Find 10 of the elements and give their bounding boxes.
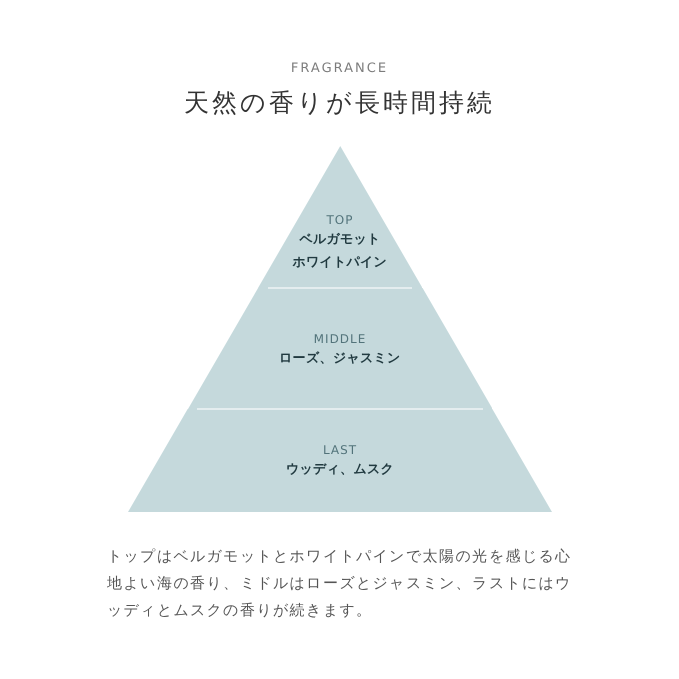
note-text: ベルガモット: [299, 231, 380, 249]
tier-label: TOP: [326, 212, 354, 228]
note-text: ローズ、ジャスミン: [279, 350, 401, 368]
tier-label: LAST: [322, 442, 358, 458]
note-text: ウッディ、ムスク: [286, 461, 394, 479]
tier-label: MIDDLE: [314, 331, 366, 347]
section-label: FRAGRANCE: [290, 61, 388, 76]
note-text: ホワイトパイン: [292, 254, 388, 272]
description-text: トップはベルガモットとホワイトパインで太陽の光を感じる心地よい海の香り、ミドルはローズとジャスミン、ラストにはウッディとムスクの香りが続きます。: [107, 546, 573, 621]
title: 天然の香りが長時間持続: [184, 88, 495, 117]
